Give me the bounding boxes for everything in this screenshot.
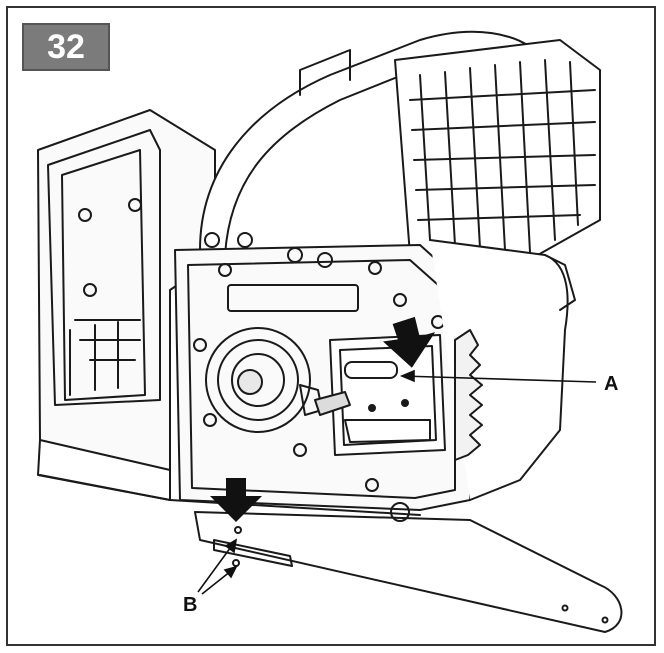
tensioner-window [329,334,446,456]
bumper-spikes [454,329,483,461]
push-down-arrow-icon [382,316,436,368]
figure-number-badge: 32 [22,23,110,71]
sprocket-outer [205,327,311,433]
battery-compartment [47,129,161,406]
callout-label-a: A [604,373,619,395]
guide-bar [194,511,623,633]
hand-guard [394,39,601,266]
callout-a-leader [401,375,597,383]
callout-label-b: B [183,594,198,616]
push-down-arrow-icon [210,478,262,522]
bar-slot [213,539,293,567]
